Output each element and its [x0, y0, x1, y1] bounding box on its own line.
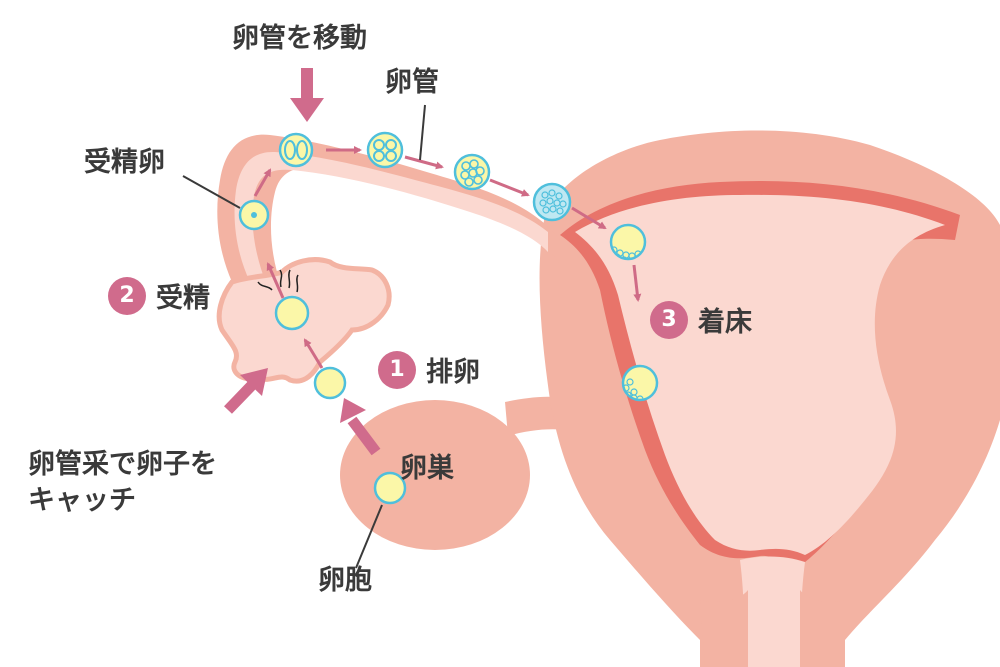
follicle-egg [373, 471, 407, 505]
leader-lines [182, 104, 426, 569]
step-label: 受精 [156, 283, 210, 314]
step-number-badge: 1 [378, 350, 416, 389]
step-implantation: 3 着床 [650, 300, 752, 339]
step-number-badge: 2 [108, 276, 146, 315]
ovulation-arrow [340, 398, 381, 456]
catch-arrow [224, 368, 268, 414]
progression-arrows [253, 146, 642, 369]
step-ovulation: 1 排卵 [378, 350, 480, 389]
fertilized-egg-label: 受精卵 [84, 147, 165, 178]
step-fertilization: 2 受精 [108, 276, 210, 315]
eggs [238, 131, 659, 505]
hatching-blastocyst [609, 223, 647, 261]
ovulated-egg [313, 366, 347, 400]
step-label: 排卵 [426, 357, 480, 388]
implanting-blastocyst [621, 364, 659, 402]
tube-label: 卵管 [385, 67, 439, 98]
cervix [740, 556, 805, 667]
four-cell-embryo [366, 131, 404, 169]
fimbria-label-line2: キャッチ [28, 485, 136, 516]
uterus-cavity [575, 194, 945, 556]
fimbria-label-line1: 卵管采で卵子を [28, 449, 217, 480]
fertilizing-egg [274, 295, 310, 331]
move-arrow [290, 68, 324, 122]
step-number-badge: 3 [650, 300, 688, 339]
tube-move-label: 卵管を移動 [232, 23, 367, 54]
follicle-label: 卵胞 [318, 565, 372, 596]
ovary-label: 卵巣 [400, 453, 454, 484]
ovary-shape [340, 400, 530, 550]
sperm-icon [257, 269, 299, 293]
fallopian-tube-lumen [234, 151, 548, 283]
step-label: 着床 [698, 307, 752, 338]
